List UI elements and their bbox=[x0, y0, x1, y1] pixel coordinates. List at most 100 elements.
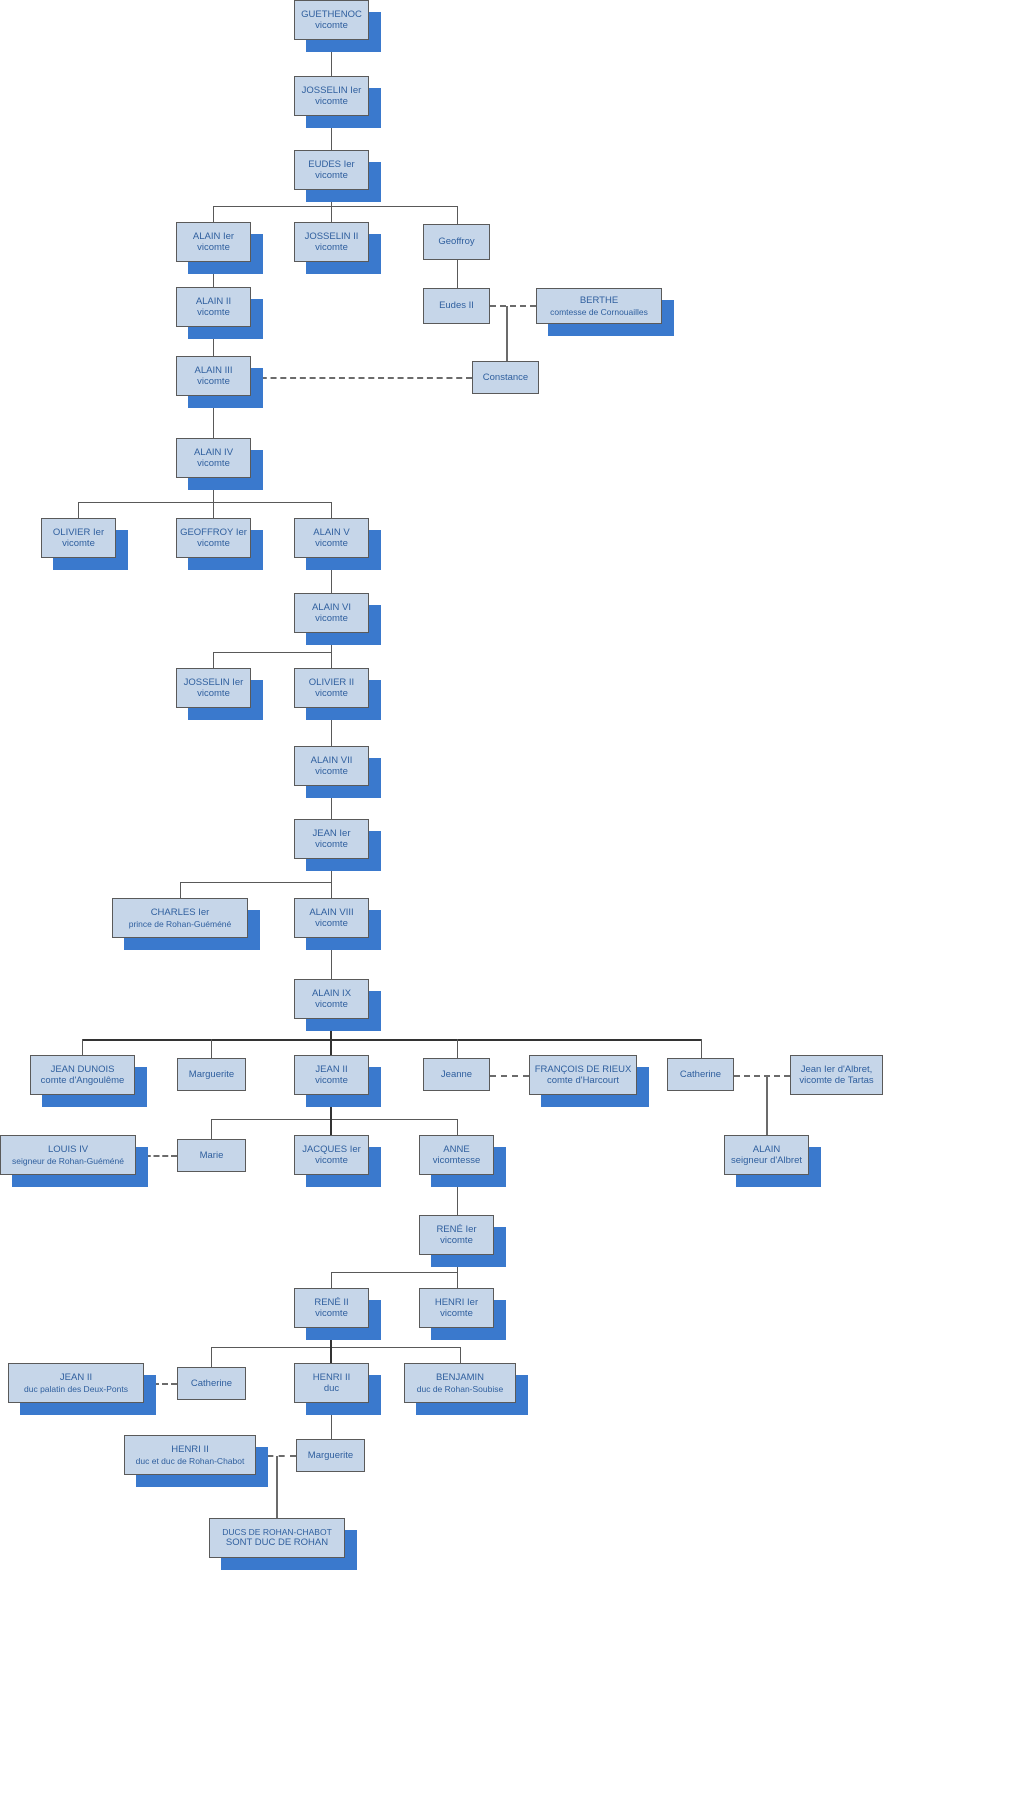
marriage-line bbox=[136, 1155, 177, 1157]
node-subtitle: vicomte bbox=[315, 1155, 348, 1166]
connector-line bbox=[211, 1347, 212, 1367]
node-subtitle: duc et duc de Rohan-Chabot bbox=[135, 1455, 245, 1466]
node-subtitle: vicomte bbox=[315, 688, 348, 699]
connector-line bbox=[331, 502, 332, 518]
node-title: JEAN II bbox=[315, 1063, 348, 1075]
marriage-line bbox=[144, 1383, 177, 1385]
node-marie[interactable]: Marie bbox=[177, 1139, 246, 1172]
connector-line bbox=[211, 1119, 212, 1139]
node-subtitle: vicomte bbox=[197, 376, 230, 387]
node-subtitle: SONT DUC DE ROHAN bbox=[225, 1537, 329, 1549]
node-catherine2[interactable]: Catherine bbox=[177, 1367, 246, 1400]
node-title: Eudes II bbox=[439, 300, 474, 312]
node-title: HENRI II bbox=[171, 1444, 209, 1456]
node-subtitle: vicomte bbox=[62, 538, 95, 549]
node-subtitle: vicomte bbox=[315, 538, 348, 549]
node-title: EUDES Ier bbox=[308, 158, 355, 170]
node-jeanne[interactable]: Jeanne bbox=[423, 1058, 490, 1091]
node-title: Jeanne bbox=[440, 1068, 473, 1080]
node-subtitle: vicomte bbox=[315, 96, 348, 107]
node-subtitle: duc bbox=[323, 1383, 340, 1394]
node-eudes2[interactable]: Eudes II bbox=[423, 288, 490, 324]
node-jeanalbret[interactable]: Jean Ier d'Albret,vicomte de Tartas bbox=[790, 1055, 883, 1095]
connector-line bbox=[331, 882, 332, 898]
connector-line bbox=[331, 206, 332, 222]
connector-line bbox=[330, 1095, 332, 1119]
connector-line bbox=[330, 1039, 332, 1055]
node-title: Marguerite bbox=[307, 1449, 354, 1461]
node-title: ALAIN bbox=[752, 1143, 781, 1155]
node-subtitle: comte d'Angoulême bbox=[40, 1075, 125, 1086]
node-title: RENÉ II bbox=[314, 1296, 349, 1308]
node-title: RENÉ Ier bbox=[436, 1223, 477, 1235]
node-catherine1[interactable]: Catherine bbox=[667, 1058, 734, 1091]
connector-line bbox=[331, 558, 332, 593]
marriage-line bbox=[490, 305, 536, 307]
connector-line bbox=[213, 502, 214, 518]
node-title: ALAIN IV bbox=[193, 446, 234, 458]
node-subtitle: vicomte bbox=[197, 242, 230, 253]
connector-line bbox=[331, 938, 332, 979]
connector-line bbox=[457, 260, 458, 288]
node-title: Constance bbox=[482, 371, 529, 383]
node-title: Jean Ier d'Albret, bbox=[800, 1063, 873, 1075]
node-title: JEAN Ier bbox=[312, 827, 351, 839]
node-subtitle: vicomte bbox=[315, 766, 348, 777]
node-title: LOUIS IV bbox=[47, 1144, 89, 1156]
node-constance[interactable]: Constance bbox=[472, 361, 539, 394]
node-title: JOSSELIN Ier bbox=[183, 676, 244, 688]
node-title: JOSSELIN Ier bbox=[301, 84, 362, 96]
connector-line bbox=[457, 1039, 458, 1058]
node-marguerite1[interactable]: Marguerite bbox=[177, 1058, 246, 1091]
node-geoffroy[interactable]: Geoffroy bbox=[423, 224, 490, 260]
node-subtitle: duc de Rohan-Soubise bbox=[416, 1383, 504, 1394]
node-subtitle: vicomte bbox=[440, 1308, 473, 1319]
node-title: Marguerite bbox=[188, 1068, 235, 1080]
node-title: JEAN II bbox=[59, 1372, 93, 1384]
node-title: ALAIN VI bbox=[311, 601, 352, 613]
node-subtitle: vicomte bbox=[315, 242, 348, 253]
node-marguerite2[interactable]: Marguerite bbox=[296, 1439, 365, 1472]
node-subtitle: vicomte bbox=[315, 613, 348, 624]
connector-line bbox=[180, 882, 181, 898]
connector-line bbox=[331, 1403, 332, 1439]
node-title: CHARLES Ier bbox=[150, 907, 210, 919]
node-title: ALAIN IX bbox=[311, 987, 352, 999]
connector-line bbox=[701, 1039, 702, 1058]
